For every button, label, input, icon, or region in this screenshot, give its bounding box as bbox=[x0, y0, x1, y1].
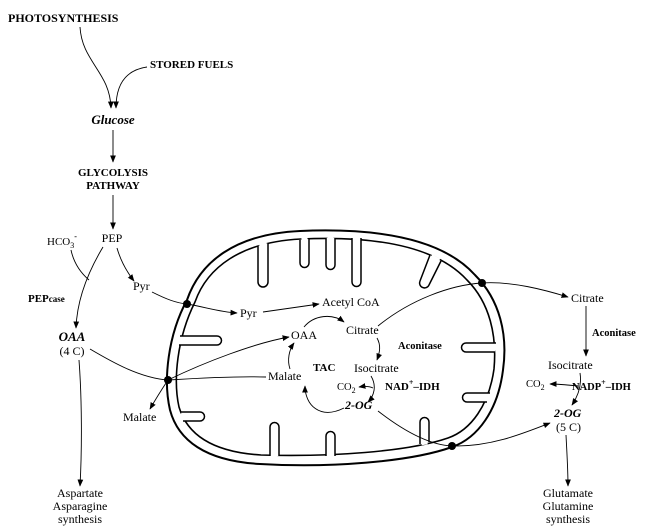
crista bbox=[179, 336, 222, 345]
citrate-transporter bbox=[478, 279, 486, 287]
arrow-hco3-join bbox=[71, 250, 89, 280]
label-pathway: PATHWAY bbox=[86, 180, 140, 192]
mitochondrion bbox=[167, 230, 504, 465]
hco3-base: HCO bbox=[47, 236, 70, 248]
crista bbox=[326, 432, 335, 456]
label-asparagine: Asparagine bbox=[53, 499, 108, 513]
crista bbox=[270, 423, 279, 456]
2og-transporter bbox=[448, 442, 456, 450]
label-pep: PEP bbox=[102, 231, 123, 245]
label-photosynthesis: PHOTOSYNTHESIS bbox=[8, 11, 119, 25]
arrow-oaa-to-aspartate bbox=[79, 360, 81, 486]
arrow-photosynthesis-to-glucose bbox=[80, 27, 111, 108]
label-pepcase: PEPcase bbox=[28, 293, 65, 305]
arrow-pep-to-pyr bbox=[117, 248, 134, 281]
nad-idh-base: NAD bbox=[385, 381, 409, 393]
arrow-pep-to-oaa bbox=[76, 247, 103, 328]
label-citrate-mito: Citrate bbox=[346, 323, 379, 337]
label-aspartate: Aspartate bbox=[57, 486, 103, 500]
hco3-subscript: 3 bbox=[70, 241, 74, 250]
crista bbox=[326, 238, 335, 270]
crista bbox=[258, 243, 268, 287]
hco3-superscript: - bbox=[74, 232, 77, 241]
label-acetyl-coa: Acetyl CoA bbox=[322, 295, 380, 309]
label-pyr-mito: Pyr bbox=[240, 306, 257, 320]
crista bbox=[420, 418, 429, 445]
label-hco3: HCO3- bbox=[47, 232, 77, 250]
label-co2-cytosol: CO2 bbox=[526, 379, 545, 392]
label-oaa-cytosol: OAA bbox=[59, 329, 86, 344]
label-citrate-cytosol: Citrate bbox=[571, 291, 604, 305]
label-oaa-mito: OAA bbox=[291, 328, 317, 342]
crista bbox=[463, 393, 491, 402]
crista bbox=[181, 412, 205, 421]
arrow-transporter-to-malate-out bbox=[150, 380, 168, 409]
pepcase-suffix: case bbox=[49, 294, 65, 304]
label-2og-carbons: (5 C) bbox=[556, 420, 581, 434]
co2-base: CO bbox=[337, 382, 352, 393]
crista bbox=[352, 238, 361, 287]
nad-idh-suffix: –IDH bbox=[412, 381, 440, 393]
co2-subscript: 2 bbox=[541, 383, 545, 392]
pepcase-main: PEP bbox=[28, 293, 49, 305]
label-glycolysis: GLYCOLYSIS bbox=[78, 167, 148, 179]
label-pyr-cytosol: Pyr bbox=[133, 279, 150, 293]
label-malate-cytosol: Malate bbox=[123, 410, 156, 424]
nadp-idh-base: NADP bbox=[572, 382, 602, 393]
pyruvate-transporter bbox=[183, 300, 191, 308]
label-glutamine: Glutamine bbox=[543, 499, 594, 513]
arrow-2og-to-glutamate bbox=[566, 435, 568, 486]
label-tac: TAC bbox=[313, 362, 335, 374]
arrow-stored-fuels-to-glucose bbox=[116, 67, 147, 108]
nadp-idh-suffix: –IDH bbox=[605, 382, 631, 393]
crista bbox=[462, 343, 497, 352]
label-aspartate-synthesis: synthesis bbox=[58, 512, 102, 526]
label-isocitrate-mito: Isocitrate bbox=[354, 361, 399, 375]
label-2og-cytosol: 2-OG bbox=[553, 406, 582, 420]
co2-subscript: 2 bbox=[352, 386, 356, 395]
co2-base: CO bbox=[526, 379, 541, 390]
label-glucose: Glucose bbox=[91, 112, 135, 127]
label-malate-mito: Malate bbox=[268, 369, 301, 383]
arrow-oaa-to-transporter bbox=[90, 349, 168, 380]
oaa-malate-transporter bbox=[164, 376, 172, 384]
label-glutamate: Glutamate bbox=[543, 486, 593, 500]
label-oaa-carbons: (4 C) bbox=[60, 344, 85, 358]
label-glutamine-synthesis: synthesis bbox=[546, 512, 590, 526]
inner-membrane bbox=[176, 238, 494, 455]
label-nad-idh: NAD+–IDH bbox=[385, 378, 440, 393]
label-stored-fuels: STORED FUELS bbox=[150, 59, 233, 71]
crista bbox=[300, 239, 309, 268]
label-isocitrate-cytosol: Isocitrate bbox=[548, 358, 593, 372]
label-2og-mito: 2-OG bbox=[344, 398, 373, 412]
label-aconitase-mito: Aconitase bbox=[398, 341, 442, 352]
label-aconitase-cytosol: Aconitase bbox=[592, 328, 636, 339]
